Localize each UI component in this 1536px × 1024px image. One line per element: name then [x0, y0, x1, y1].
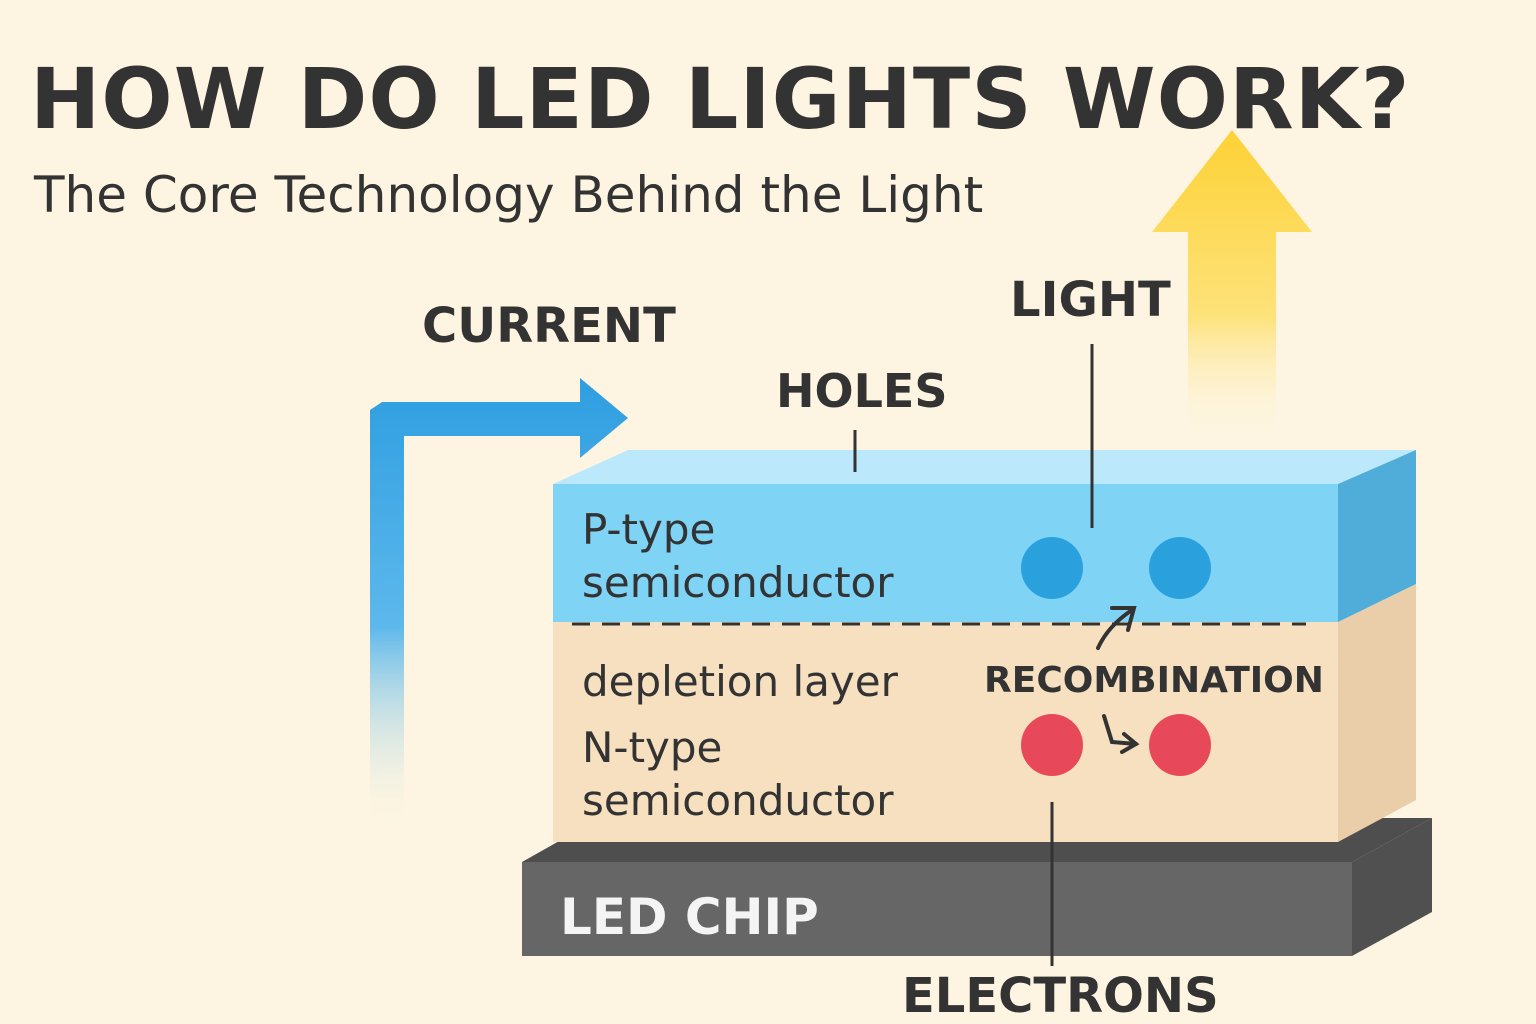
page-title: HOW DO LED LIGHTS WORK?: [30, 50, 1411, 148]
electrons-label: ELECTRONS: [902, 968, 1219, 1024]
holes-label: HOLES: [776, 364, 948, 418]
page-subtitle: The Core Technology Behind the Light: [34, 166, 984, 224]
p-type-label: P-type semiconductor: [582, 504, 894, 609]
light-arrow: [1152, 130, 1312, 440]
p-type-line1: P-type: [582, 505, 716, 554]
led-chip-label: LED CHIP: [560, 888, 819, 946]
n-type-line1: N-type: [582, 723, 723, 772]
n-type-label: N-type semiconductor: [582, 722, 894, 827]
p-type-layer: [553, 450, 1416, 622]
light-label: LIGHT: [1010, 272, 1171, 328]
depletion-label: depletion layer: [582, 657, 898, 706]
recombination-arrow-up: [1096, 606, 1137, 650]
n-type-line2: semiconductor: [582, 775, 894, 825]
electron-dot: [1021, 714, 1083, 776]
current-arrow: [370, 378, 628, 830]
hole-dot: [1149, 537, 1211, 599]
hole-dot: [1021, 537, 1083, 599]
p-type-line2: semiconductor: [582, 557, 894, 607]
led-chip-base: [522, 818, 1432, 956]
recombination-arrow-right: [1102, 714, 1140, 754]
electron-dot: [1149, 714, 1211, 776]
recombination-label: RECOMBINATION: [984, 660, 1324, 701]
current-label: CURRENT: [422, 298, 676, 354]
